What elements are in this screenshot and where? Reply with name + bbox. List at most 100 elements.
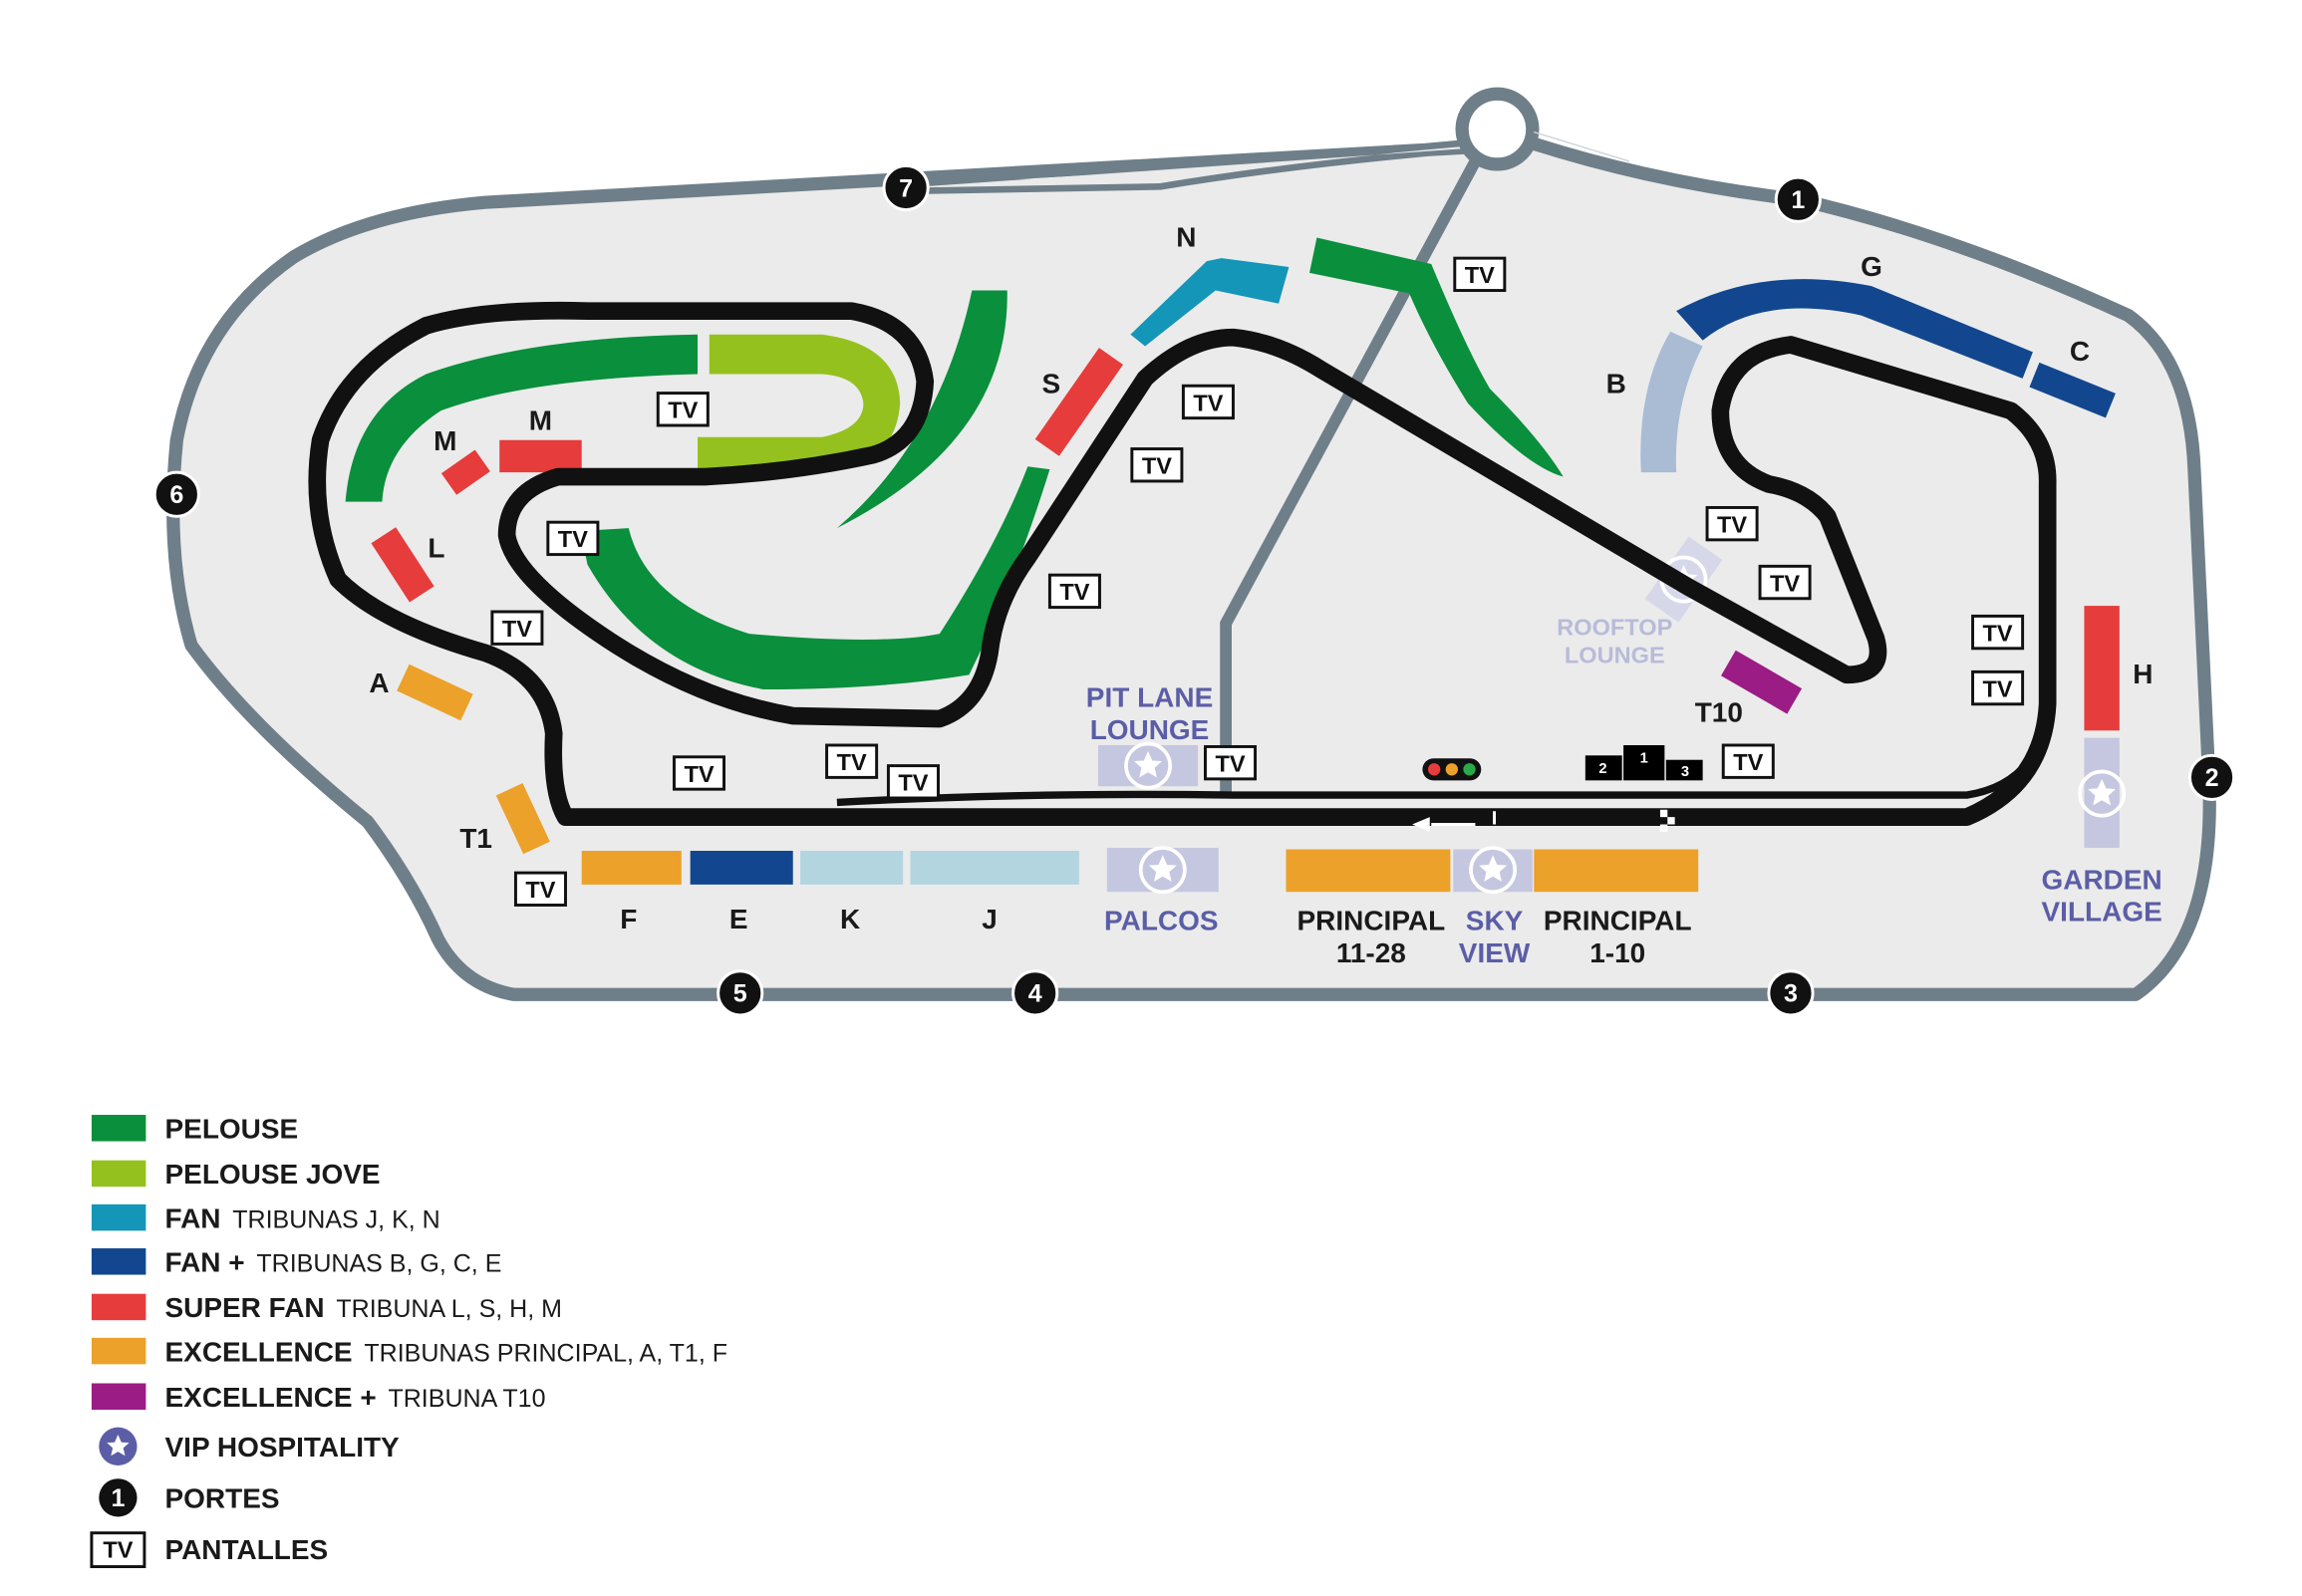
label-rooftop: ROOFTOP xyxy=(1557,615,1672,641)
gate-6: 6 xyxy=(152,470,200,518)
legend-label: VIP HOSPITALITY xyxy=(165,1432,401,1463)
gates: 1 2 3 4 5 6 7 xyxy=(152,163,2236,1017)
label-M: M xyxy=(529,404,552,435)
stand-H[interactable] xyxy=(2084,606,2120,731)
gate-number: 1 xyxy=(1791,186,1805,214)
gate-1: 1 xyxy=(1774,175,1822,223)
tv-screen: TV xyxy=(825,743,879,779)
stand-G[interactable] xyxy=(1676,279,2033,379)
tv-label: TV xyxy=(1770,570,1800,596)
label-C: C xyxy=(2070,336,2090,367)
tv-label: TV xyxy=(684,761,714,787)
stand-T10[interactable] xyxy=(1721,650,1803,714)
stand-pelouse-jove[interactable] xyxy=(698,334,901,473)
gate-icon xyxy=(2188,753,2236,801)
stand-J[interactable] xyxy=(910,851,1079,885)
label-G: G xyxy=(1861,251,1882,282)
legend-swatch xyxy=(91,1293,146,1321)
label-principal-right-range: 1-10 xyxy=(1589,937,1645,968)
tv-label: TV xyxy=(1733,749,1763,775)
gate-number: 6 xyxy=(169,481,183,509)
gate-number: 7 xyxy=(899,174,913,202)
tv-screen: TV xyxy=(1204,744,1258,781)
label-N: N xyxy=(1176,221,1196,252)
legend-swatch xyxy=(91,1337,146,1365)
stand-M-small[interactable] xyxy=(440,449,490,495)
legend-gate-number: 1 xyxy=(111,1484,125,1512)
gate-number: 4 xyxy=(1028,980,1042,1008)
tv-label: TV xyxy=(1465,262,1495,288)
stand-B[interactable] xyxy=(1640,331,1703,473)
tv-label: TV xyxy=(1142,453,1172,479)
legend-label: PORTES xyxy=(165,1483,280,1514)
tv-icon xyxy=(1047,573,1101,610)
traffic-light-icon xyxy=(1422,758,1482,781)
stand-S[interactable] xyxy=(1034,348,1124,456)
stand-A[interactable] xyxy=(397,664,473,721)
label-B: B xyxy=(1606,369,1626,399)
legend-tribunas: TRIBUNAS PRINCIPAL, A, T1, F xyxy=(364,1339,727,1367)
tv-label: TV xyxy=(558,526,588,552)
tv-icon xyxy=(656,392,710,427)
legend-swatch xyxy=(91,1115,146,1142)
tv-icon xyxy=(1971,669,2025,706)
tv-icon xyxy=(513,871,567,907)
label-L: L xyxy=(428,533,444,564)
label-pit-lane-lounge: LOUNGE xyxy=(1090,714,1210,745)
legend-category: FAN + xyxy=(165,1247,245,1278)
label-A: A xyxy=(369,667,389,698)
stand-T1[interactable] xyxy=(495,783,550,855)
stand-C[interactable] xyxy=(2029,362,2116,418)
tv-label: TV xyxy=(1983,675,2013,701)
label-E: E xyxy=(729,904,748,934)
legend-label: FAN +TRIBUNAS B, G, C, E xyxy=(165,1247,502,1278)
stand-N[interactable] xyxy=(1130,258,1290,347)
service-road xyxy=(1220,158,1481,796)
legend-swatch xyxy=(91,1383,146,1411)
label-S: S xyxy=(1042,369,1061,399)
legend-item: PELOUSE xyxy=(91,1114,299,1145)
label-pit-lane: PIT LANE xyxy=(1086,682,1213,713)
race-track xyxy=(308,301,2057,826)
gate-icon xyxy=(1011,969,1059,1017)
label-palcos: PALCOS xyxy=(1104,906,1218,936)
legend-label: PELOUSE JOVE xyxy=(165,1159,381,1190)
label-M-small: M xyxy=(433,425,456,456)
legend-label: PELOUSE xyxy=(165,1114,299,1145)
stand-F[interactable] xyxy=(581,851,682,885)
tv-icon xyxy=(90,1531,146,1569)
stand-pelouse-strip[interactable] xyxy=(836,290,1007,529)
podium-third: 3 xyxy=(1681,764,1689,780)
gate-number: 5 xyxy=(733,980,747,1008)
legend-swatch xyxy=(91,1248,146,1275)
gate-icon xyxy=(882,163,930,212)
stand-pelouse-north[interactable] xyxy=(1309,237,1564,477)
tv-label: TV xyxy=(837,749,867,775)
tv-label: TV xyxy=(1717,511,1747,537)
label-sky: SKY xyxy=(1466,906,1524,936)
stand-K[interactable] xyxy=(800,851,904,885)
podium-first: 1 xyxy=(1640,751,1648,767)
tv-label: TV xyxy=(1193,390,1223,415)
stand-pelouse-inner[interactable] xyxy=(580,466,1050,690)
stand-principal-1-10[interactable] xyxy=(1534,849,1699,893)
stand-pelouse-top-left[interactable] xyxy=(345,334,699,502)
legend-category: PANTALLES xyxy=(165,1534,329,1565)
legend-category: PORTES xyxy=(165,1483,280,1514)
stand-M[interactable] xyxy=(499,439,582,473)
stand-L[interactable] xyxy=(371,527,434,603)
tv-icon xyxy=(672,755,725,791)
stand-E[interactable] xyxy=(690,851,793,885)
stand-principal-11-28[interactable] xyxy=(1286,849,1451,893)
gate-2: 2 xyxy=(2188,753,2236,801)
tv-label: TV xyxy=(1215,750,1245,776)
label-T1: T1 xyxy=(459,823,492,854)
legend-tribunas: TRIBUNAS J, K, N xyxy=(232,1205,440,1233)
label-sky-view: VIEW xyxy=(1459,937,1531,968)
